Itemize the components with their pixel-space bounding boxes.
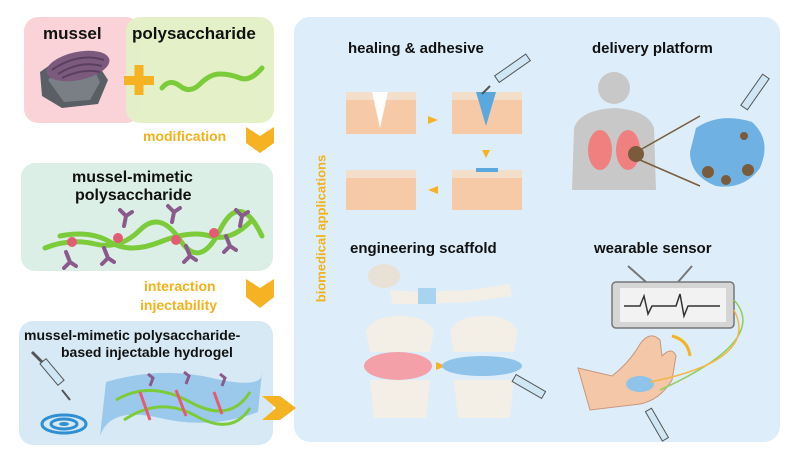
healing-skin-icon bbox=[346, 53, 532, 210]
polysaccharide-label: polysaccharide bbox=[132, 24, 256, 43]
healing-title: healing & adhesive bbox=[348, 40, 484, 57]
mimetic-chain-icon bbox=[42, 204, 265, 270]
hydrogel-network-icon bbox=[100, 370, 263, 436]
syringe-icon bbox=[30, 350, 71, 401]
hydrogel-label-line1: mussel-mimetic polysaccharide- bbox=[24, 327, 241, 343]
gel-spiral-icon bbox=[40, 413, 88, 435]
modification-label: modification bbox=[143, 128, 227, 144]
plus-icon bbox=[124, 65, 154, 95]
mimetic-label-line1: mussel-mimetic bbox=[72, 169, 193, 186]
finger-sensor-icon bbox=[577, 299, 744, 442]
scaffold-title: engineering scaffold bbox=[350, 240, 497, 257]
body-lungs-icon bbox=[572, 72, 770, 190]
injectability-label: injectability bbox=[140, 297, 218, 313]
bone-scaffold-icon bbox=[364, 264, 547, 418]
applications-side-label: biomedical applications bbox=[313, 154, 329, 303]
delivery-title: delivery platform bbox=[592, 40, 713, 57]
polysaccharide-chain-icon bbox=[159, 65, 265, 92]
hydrogel-label-line2: based injectable hydrogel bbox=[61, 344, 233, 360]
sensor-title: wearable sensor bbox=[594, 240, 712, 257]
chevron-down-icon bbox=[246, 127, 274, 153]
mussel-icon bbox=[40, 50, 110, 108]
interaction-label: interaction bbox=[144, 278, 216, 294]
polysaccharide-panel bbox=[126, 17, 274, 123]
chevron-down-icon-2 bbox=[246, 279, 274, 308]
sensor-monitor-icon bbox=[611, 265, 735, 329]
mimetic-label-line2: polysaccharide bbox=[75, 187, 192, 204]
mussel-label: mussel bbox=[43, 24, 102, 43]
chevron-right-icon bbox=[262, 396, 296, 420]
